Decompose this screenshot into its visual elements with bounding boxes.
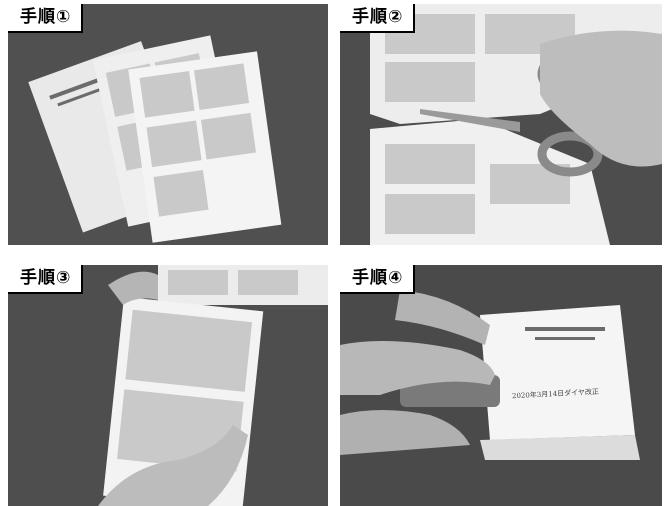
folding-illustration: [8, 265, 328, 506]
step-4-photo: 2020年3月14日ダイヤ改正 手順④: [340, 265, 662, 506]
step-label: 手順④: [340, 265, 416, 294]
step-1-photo: 手順①: [8, 4, 328, 245]
cutting-illustration: [340, 4, 662, 245]
step-3-photo: 手順③: [8, 265, 328, 506]
step-2-photo: 手順②: [340, 4, 662, 245]
stapling-illustration: [340, 265, 662, 506]
fanned-sheets-illustration: [8, 4, 328, 245]
step-label: 手順②: [340, 4, 416, 33]
step-label: 手順③: [8, 265, 84, 294]
step-label: 手順①: [8, 4, 84, 33]
